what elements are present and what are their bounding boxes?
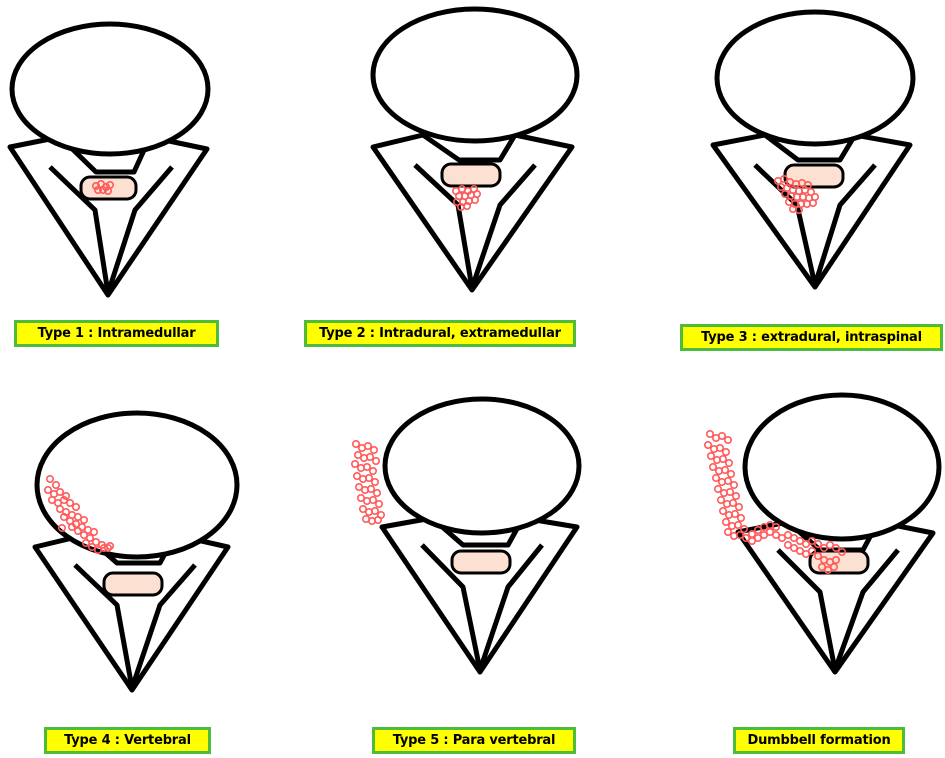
label-type-2: Type 2 : Intradural, extramedullar [304,320,576,347]
vertebra-dumbbell [705,395,939,672]
tumor-cell [710,464,716,470]
vertebra-type-4 [35,413,237,690]
tumor-cell [352,461,358,467]
tumor-cell [376,501,382,507]
tumor-cell [738,515,744,521]
tumor-cell [708,453,714,459]
tumor-cells [352,441,384,524]
tumor-cell [728,471,734,477]
tumor-cell [353,441,359,447]
tumor-cell [723,519,729,525]
tumor-cell [723,449,729,455]
vertebra-type-3 [713,12,913,287]
vertebral-body [12,24,208,154]
tumor-cell [719,433,725,439]
spinal-cord [104,573,162,595]
tumor-cell [720,508,726,514]
tumor-cell [713,475,719,481]
label-dumbbell: Dumbbell formation [733,727,905,754]
vertebral-body [717,12,913,144]
tumor-cell [707,431,713,437]
tumor-cell [726,460,732,466]
tumor-cell [718,497,724,503]
posterior-arch [10,137,207,295]
label-type-4: Type 4 : Vertebral [44,727,211,754]
tumor-cell [736,504,742,510]
vertebra-type-5 [352,399,579,672]
tumor-cell [725,437,731,443]
tumor-cell [705,442,711,448]
label-type-3: Type 3 : extradural, intraspinal [680,324,943,351]
tumor-cell [372,479,378,485]
posterior-arch [373,135,572,290]
tumor-cell [370,468,376,474]
tumor-cell [715,486,721,492]
vertebral-body [373,9,577,141]
label-type-5: Type 5 : Para vertebral [372,727,576,754]
vertebral-body [37,413,237,557]
vertebral-body [745,395,939,539]
label-type-1: Type 1 : Intramedullar [14,320,219,347]
spinal-cord [442,164,500,186]
spinal-cord [785,165,843,187]
tumor-cell [733,493,739,499]
vertebral-body [385,399,579,533]
tumor-cell [371,447,377,453]
tumor-cell [725,529,731,535]
vertebra-type-2 [373,9,577,290]
tumor-cell [365,443,371,449]
spinal-cord [452,551,510,573]
posterior-arch [382,518,577,672]
tumor-cell [373,458,379,464]
tumor-cell [374,490,380,496]
tumor-cell [731,482,737,488]
vertebra-type-1 [10,24,208,295]
